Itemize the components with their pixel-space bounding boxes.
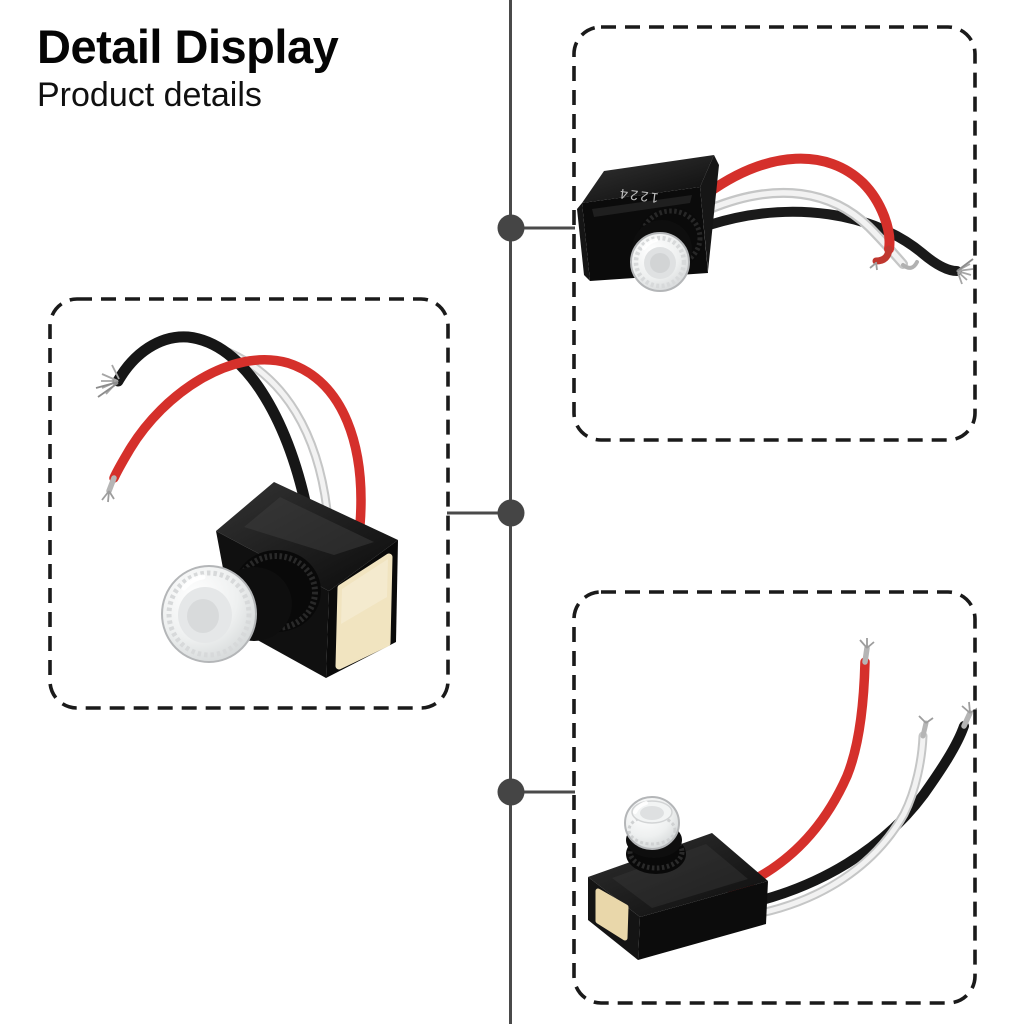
product-photo-angled-view	[588, 638, 977, 960]
wire-crimp-tip	[901, 260, 919, 270]
sensor-label	[335, 553, 393, 670]
lens-highlight	[642, 238, 658, 250]
sensor-label	[595, 888, 629, 941]
detail-panel-bottom-right	[572, 590, 977, 1005]
sensor-lens	[624, 796, 680, 850]
connector-dot-middle	[497, 499, 525, 527]
product-photo-side-view: 1224	[577, 153, 974, 292]
sensor-body	[588, 833, 768, 960]
product-photo-closeup-view	[95, 331, 398, 678]
page-subtitle: Product details	[37, 76, 262, 115]
dashed-border	[572, 590, 977, 1005]
wire-crimp-tip	[920, 720, 929, 739]
lens-highlight	[181, 574, 206, 591]
wire-red	[101, 355, 366, 530]
wire-crimp-tip	[961, 710, 973, 729]
wire-frayed-tip	[956, 258, 974, 285]
wire-frayed-tip	[95, 364, 120, 398]
detail-panel-top-right: 1224	[572, 25, 977, 442]
page-title: Detail Display	[37, 20, 339, 73]
dashed-border	[572, 25, 977, 442]
wire-black	[95, 331, 314, 521]
sensor-lens	[161, 565, 257, 663]
detail-panel-left	[48, 297, 450, 710]
dashed-border	[48, 297, 450, 710]
connector-dot-top	[497, 214, 525, 242]
wire-crimp-tip	[106, 475, 117, 494]
sensor-lens	[630, 232, 690, 292]
product-marking: 1224	[617, 186, 660, 207]
wire-red	[727, 638, 875, 895]
page-header: Detail Display Product details	[37, 20, 339, 115]
lens-highlight	[633, 801, 648, 814]
connector-dot-bottom	[497, 778, 525, 806]
wire-white	[741, 715, 934, 921]
wire-red	[703, 153, 895, 271]
wire-hook-tip	[872, 245, 893, 265]
wire-crimp-tip	[862, 645, 870, 665]
